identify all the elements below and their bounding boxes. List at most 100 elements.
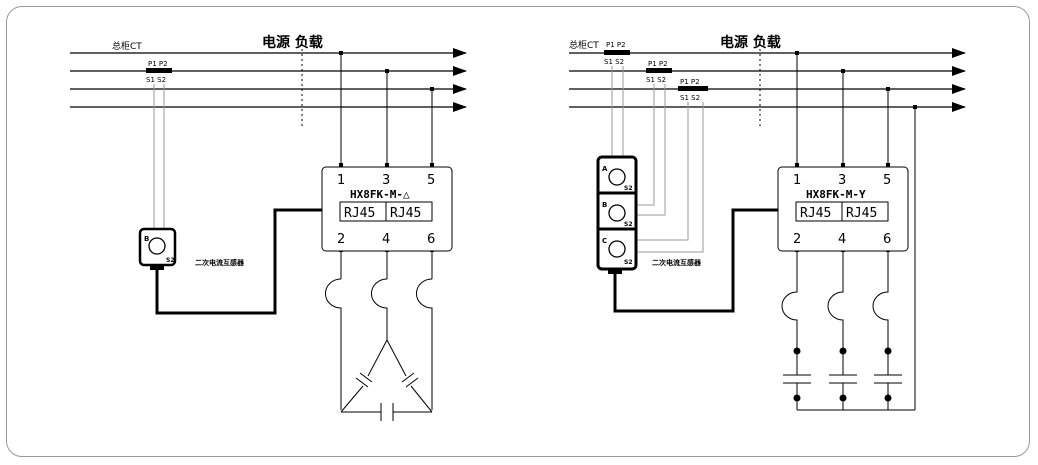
right-dot xyxy=(839,347,847,355)
left-delta-side xyxy=(386,339,407,377)
right-junction xyxy=(795,51,799,55)
left-capacitor-bottom xyxy=(380,403,394,421)
left-diagram: 总柜CT 电源 负载 P1 P2 S1 S2 B S2 二次电流互感器 xyxy=(70,34,467,421)
left-terminal-4: 4 xyxy=(382,232,390,247)
right-ct-wire xyxy=(637,102,704,253)
right-capacitor-2 xyxy=(829,374,857,384)
left-ct-label: 总柜CT xyxy=(112,40,142,52)
right-sensor-label: 二次电流互感器 xyxy=(652,258,702,267)
right-terminal-4: 4 xyxy=(838,232,846,247)
right-junction xyxy=(886,87,890,91)
right-terminal-5: 5 xyxy=(883,173,891,188)
right-dot xyxy=(839,394,847,402)
diagram-frame xyxy=(6,6,1030,457)
right-dot xyxy=(793,347,801,355)
left-capacitor-right xyxy=(401,372,419,388)
left-rj45-port-b xyxy=(385,201,433,222)
left-terminal-6: 6 xyxy=(427,232,435,247)
right-junction xyxy=(795,163,799,167)
right-bus-lines xyxy=(569,48,966,112)
left-load-network xyxy=(325,251,433,421)
right-diagram: 总柜CT 电源 负载 P1 P2 S1 S2 P1 P2 S1 S2 P1 P2… xyxy=(569,34,966,411)
left-sensor-letter: B xyxy=(144,235,149,243)
right-terminal-6: 6 xyxy=(883,232,891,247)
left-terminal-2: 2 xyxy=(337,232,345,247)
left-drops xyxy=(340,53,433,168)
right-ct-1-p: P1 P2 xyxy=(606,41,626,49)
right-sensor-c-coil xyxy=(608,240,626,258)
left-source-load-label: 电源 负载 xyxy=(262,34,323,51)
right-sensor-a-letter: A xyxy=(602,165,608,173)
left-rj45-cable xyxy=(155,208,340,315)
right-ct-label: 总柜CT xyxy=(569,39,599,51)
left-terminal-1: 1 xyxy=(337,173,345,188)
right-reactor-3 xyxy=(872,251,889,375)
left-sensor-label: 二次电流互感器 xyxy=(195,258,245,267)
right-dot xyxy=(884,394,892,402)
left-ct-s-label: S1 S2 xyxy=(146,76,166,84)
right-ct-3-p: P1 P2 xyxy=(680,78,700,86)
right-sensor-coils xyxy=(608,168,626,258)
right-sensor-c-letter: C xyxy=(602,237,607,245)
right-device-model: HX8FK-M-Y xyxy=(806,188,866,201)
left-junction xyxy=(339,163,343,167)
left-reactor-1 xyxy=(325,278,342,410)
left-ct-p-label: P1 P2 xyxy=(148,60,168,68)
right-ct-3-s: S1 S2 xyxy=(680,94,700,102)
left-sensor-s2: S2 xyxy=(166,257,175,264)
right-load-network xyxy=(781,251,915,411)
right-dots xyxy=(793,347,892,402)
left-reactor-2 xyxy=(371,278,388,322)
right-rj45-cable xyxy=(613,208,798,313)
right-sensor-stack xyxy=(596,155,638,271)
right-ct-1-s: S1 S2 xyxy=(604,58,624,66)
right-sensor-c-s2: S2 xyxy=(624,259,633,266)
right-drops xyxy=(796,53,916,410)
left-rj45-label-b: RJ45 xyxy=(390,206,421,221)
right-junction xyxy=(913,105,917,109)
right-sensor-b-letter: B xyxy=(602,201,607,209)
right-ct-2-s: S1 S2 xyxy=(646,76,666,84)
right-capacitor-1 xyxy=(783,374,811,384)
left-capacitor-left xyxy=(355,372,373,388)
right-terminal-1: 1 xyxy=(793,173,801,188)
left-junction xyxy=(339,51,343,55)
left-ct-bar xyxy=(146,68,172,73)
left-junction xyxy=(385,69,389,73)
right-dot xyxy=(884,347,892,355)
left-terminal-5: 5 xyxy=(427,173,435,188)
right-ct-2-p: P1 P2 xyxy=(648,60,668,68)
right-source-load-label: 电源 负载 xyxy=(720,34,781,51)
left-delta-side xyxy=(410,385,433,413)
left-delta-side xyxy=(340,385,364,413)
right-terminal-3: 3 xyxy=(838,173,846,188)
left-bus-lines xyxy=(70,48,467,112)
right-dot xyxy=(793,394,801,402)
right-sensor-b-s2: S2 xyxy=(624,221,633,228)
right-ct-1-bar xyxy=(604,50,630,55)
right-rj45-label-a: RJ45 xyxy=(800,206,831,221)
right-ct-3-bar xyxy=(678,86,708,91)
left-junction xyxy=(430,163,434,167)
right-ct-wire xyxy=(637,102,689,241)
left-sensor-coil xyxy=(148,237,166,255)
right-junction xyxy=(841,163,845,167)
left-rj45-label-a: RJ45 xyxy=(344,206,375,221)
left-terminal-3: 3 xyxy=(382,173,390,188)
right-rj45-label-b: RJ45 xyxy=(846,206,877,221)
right-terminal-2: 2 xyxy=(793,232,801,247)
right-sensor-a-s2: S2 xyxy=(624,185,633,192)
left-junction xyxy=(385,163,389,167)
right-sensor-plug xyxy=(608,269,622,274)
left-junction xyxy=(430,87,434,91)
left-sensor-plug xyxy=(150,265,164,270)
right-ct-wire xyxy=(637,84,655,206)
right-sensor-b-coil xyxy=(608,204,626,222)
right-ct-wire xyxy=(637,84,666,216)
left-reactor-3 xyxy=(416,278,433,410)
right-junction xyxy=(841,69,845,73)
right-junction xyxy=(886,163,890,167)
right-reactor-2 xyxy=(827,251,844,375)
left-delta-side xyxy=(367,339,388,377)
